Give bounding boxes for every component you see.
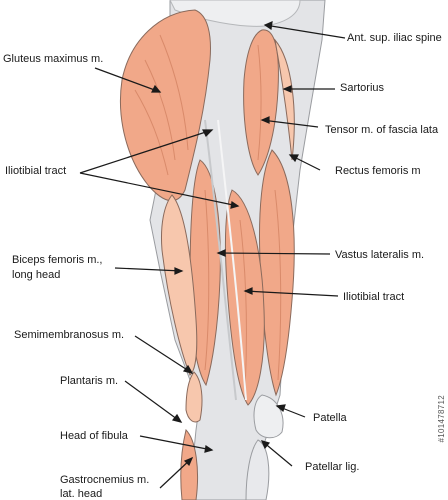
- label-head-of-fibula: Head of fibula: [60, 430, 128, 442]
- label-gastrocnemius-line1: Gastrocnemius m.: [60, 474, 150, 486]
- label-gastrocnemius-line2: lat. head: [60, 488, 103, 500]
- label-biceps-femoris-line1: Biceps femoris m.,: [12, 254, 103, 266]
- label-vastus-lateralis: Vastus lateralis m.: [335, 249, 425, 261]
- pointer-lines: [79, 21, 346, 489]
- label-patellar-ligament: Patellar lig.: [305, 461, 360, 473]
- biceps-femoris-shape: [189, 159, 221, 387]
- plantaris-shape: [185, 371, 203, 423]
- label-iliotibial-tract-lower: Iliotibial tract: [343, 291, 405, 303]
- label-semimembranosus: Semimembranosus m.: [14, 329, 125, 341]
- patellar-ligament-shape: [245, 439, 270, 500]
- label-tensor-fascia-lata: Tensor m. of fascia lata: [325, 124, 439, 136]
- label-biceps-femoris-line2: long head: [12, 269, 61, 281]
- semimembranosus-shape: [161, 194, 198, 376]
- label-plantaris: Plantaris m.: [60, 375, 119, 387]
- rectus-femoris-shape: [259, 149, 295, 397]
- label-ant-sup-iliac-spine: Ant. sup. iliac spine: [347, 32, 442, 44]
- label-gluteus-maximus: Gluteus maximus m.: [3, 53, 104, 65]
- sartorius-shape: [274, 38, 295, 161]
- label-patella: Patella: [313, 412, 347, 424]
- label-sartorius: Sartorius: [340, 82, 385, 94]
- vastus-lateralis-shape: [224, 189, 265, 406]
- stock-id-watermark: #101478712: [437, 395, 446, 443]
- label-iliotibial-tract-upper: Iliotibial tract: [5, 165, 67, 177]
- patella-shape: [253, 394, 284, 439]
- label-rectus-femoris: Rectus femoris m: [335, 165, 421, 177]
